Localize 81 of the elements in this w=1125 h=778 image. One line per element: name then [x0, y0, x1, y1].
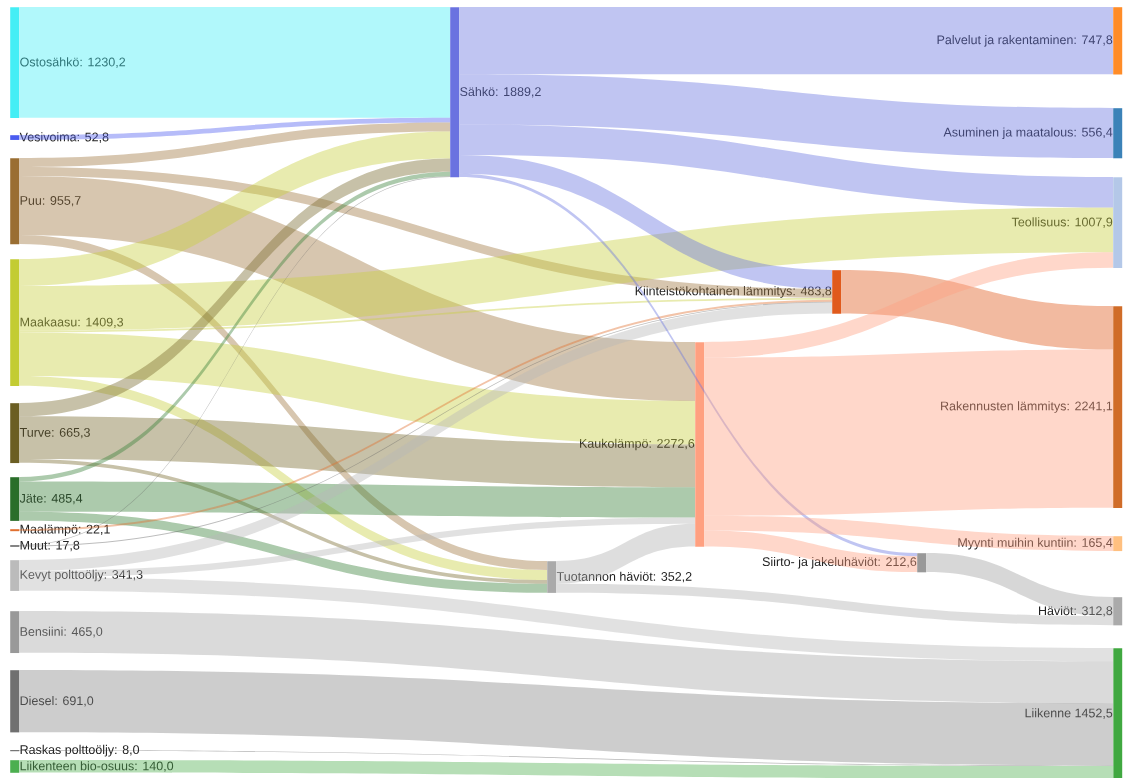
flow-band	[19, 332, 695, 445]
sankey-node: Kaukolämpö: 2272,6	[580, 342, 705, 547]
flow-band	[19, 176, 695, 401]
node-label: Turve: 665,3	[19, 427, 90, 439]
flow-band	[459, 124, 1113, 208]
node-label: Teollisuus: 1007,9	[1011, 217, 1113, 228]
flow-band	[19, 117, 450, 140]
flow-band	[459, 173, 917, 557]
sankey-node: Jäte: 485,4	[10, 477, 83, 521]
flow-band	[19, 176, 450, 546]
flow-band	[19, 207, 1113, 331]
sankey-node: Diesel: 691,0	[10, 670, 94, 733]
flow-band	[556, 523, 695, 584]
flow-band	[19, 670, 1113, 766]
flow-band	[459, 7, 1113, 75]
flow-band	[19, 459, 547, 584]
node-label: Kevyt polttoöljy: 341,3	[20, 569, 143, 582]
sankey-node: Rakennusten lämmitys: 2241,1	[941, 306, 1123, 508]
sankey-node: Siirto- ja jakeluhäviöt: 212,6	[762, 553, 927, 573]
flow-band	[459, 74, 1113, 159]
sankey-node: Muut: 17,8	[10, 540, 80, 552]
sankey-node: Liikenne 1452,5	[1025, 648, 1123, 778]
sankey-node: Asuminen ja maatalous: 556,4	[943, 108, 1123, 159]
flow-band	[19, 158, 450, 417]
sankey-node: Liikenteen bio-osuus: 140,0	[10, 760, 174, 773]
sankey-node: Sähkö: 1889,2	[450, 7, 541, 178]
flow-band	[19, 131, 450, 286]
node-label: Asuminen ja maatalous: 556,4	[943, 127, 1113, 140]
flow-band	[19, 375, 547, 580]
node-label: Puu: 955,7	[20, 196, 81, 207]
flow-band	[19, 122, 450, 167]
flow-band	[19, 577, 1113, 662]
flow-band	[19, 760, 1113, 778]
sankey-node: Häviöt: 312,8	[1039, 597, 1123, 626]
flow-band	[19, 511, 547, 593]
flow-band	[19, 517, 695, 578]
node-label: Liikenne 1452,5	[1025, 708, 1113, 719]
flow-band	[841, 270, 1113, 350]
node-label: Jäte: 485,4	[19, 493, 83, 505]
flow-band	[19, 167, 832, 298]
sankey-node: Palvelut ja rakentaminen: 747,8	[937, 7, 1123, 75]
node-label: Ostosähkö: 1230,2	[20, 57, 126, 68]
flow-band	[704, 252, 1113, 358]
node-label: Palvelut ja rakentaminen: 747,8	[937, 35, 1113, 47]
sankey-node: Turve: 665,3	[10, 403, 90, 464]
node-label: Rakennusten lämmitys: 2241,1	[941, 401, 1113, 413]
node-label: Myynti muihin kuntiin: 165,4	[958, 537, 1113, 550]
node-label: Siirto- ja jakeluhäviöt: 212,6	[762, 556, 917, 569]
flow-band	[19, 297, 832, 333]
sankey-node: Teollisuus: 1007,9	[1011, 177, 1123, 268]
flow-band	[704, 515, 1113, 551]
flow-band	[19, 481, 695, 518]
flow-band	[556, 583, 1113, 626]
flow-band	[926, 553, 1113, 617]
sankey-node: Maakaasu: 1409,3	[10, 259, 124, 387]
flow-band	[19, 7, 450, 118]
node-label: Liikenteen bio-osuus: 140,0	[20, 761, 174, 772]
flow-band	[19, 171, 450, 482]
flow-band	[704, 530, 917, 573]
node-label: Diesel: 691,0	[20, 695, 94, 707]
sankey-node: Tuotannon häviöt: 352,2	[547, 561, 692, 593]
flow-band	[19, 750, 1113, 767]
flow-band	[19, 611, 1113, 704]
flow-band	[704, 349, 1113, 516]
node-label: Sähkö: 1889,2	[460, 86, 541, 98]
node-label: Maakaasu: 1409,3	[20, 317, 124, 328]
flow-band	[19, 416, 695, 488]
sankey-node: Ostosähkö: 1230,2	[10, 7, 126, 118]
sankey-node: Bensiini: 465,0	[10, 611, 103, 654]
node-label: Bensiini: 465,0	[20, 626, 103, 638]
flow-band	[19, 235, 547, 570]
node-label: Maalämpö: 22,1	[20, 524, 110, 537]
sankey-node: Raskas polttoöljy: 8,0	[10, 744, 140, 757]
sankey-node: Maalämpö: 22,1	[10, 524, 110, 536]
sankey-node: Puu: 955,7	[10, 158, 81, 245]
sankey-node: Kevyt polttoöljy: 341,3	[10, 560, 143, 591]
node-label: Häviöt: 312,8	[1039, 605, 1113, 617]
node-label: Tuotannon häviöt: 352,2	[556, 571, 692, 583]
sankey-node: Myynti muihin kuntiin: 165,4	[958, 536, 1123, 552]
flow-band	[459, 154, 832, 289]
node-label: Kaukolämpö: 2272,6	[580, 438, 695, 451]
